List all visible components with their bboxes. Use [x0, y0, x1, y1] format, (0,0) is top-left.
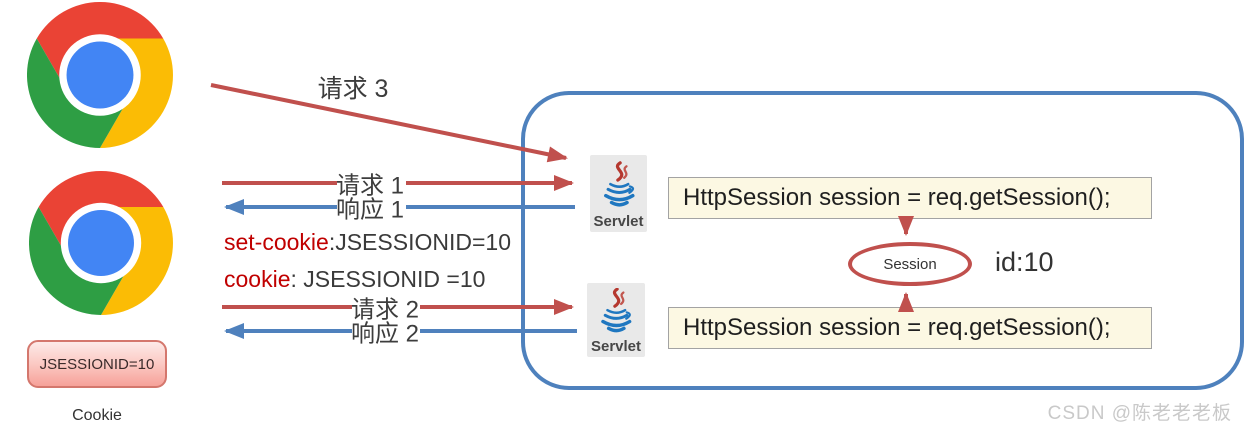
- server-container-box: [521, 91, 1244, 390]
- servlet-label: Servlet: [590, 338, 642, 355]
- jsessionid-cookie-box: JSESSIONID=10: [27, 340, 167, 388]
- session-id-label: id:10: [995, 247, 1054, 277]
- request1-label: 请求 1: [335, 172, 405, 200]
- cookie-header-text: cookie: JSESSIONID =10: [224, 266, 485, 293]
- code-box-getsession-1: HttpSession session = req.getSession();: [668, 177, 1152, 219]
- chrome-icon: [29, 171, 173, 315]
- servlet-label: Servlet: [593, 213, 644, 230]
- response1-label: 响应 1: [335, 196, 405, 224]
- java-logo-icon: [601, 288, 632, 333]
- set-cookie-keyword: set-cookie: [224, 229, 329, 255]
- request3-arrow: [210, 83, 568, 163]
- set-cookie-value: :JSESSIONID=10: [328, 229, 511, 255]
- response2-label: 响应 2: [350, 320, 420, 348]
- watermark: CSDN @陈老老老板: [1047, 403, 1232, 424]
- cookie-caption: Cookie: [72, 407, 122, 424]
- cookie-value: : JSESSIONID =10: [290, 266, 486, 292]
- cookie-keyword: cookie: [224, 266, 291, 292]
- java-servlet-icon: Servlet: [590, 155, 647, 232]
- set-cookie-header-text: set-cookie:JSESSIONID=10: [224, 229, 511, 256]
- session-oval: Session: [848, 242, 972, 286]
- chrome-icon: [27, 2, 173, 148]
- code-box-getsession-2: HttpSession session = req.getSession();: [668, 307, 1152, 349]
- java-servlet-icon: Servlet: [587, 283, 645, 357]
- java-logo-icon: [603, 161, 635, 207]
- request3-label: 请求 3: [317, 75, 389, 103]
- request2-label: 请求 2: [350, 296, 420, 324]
